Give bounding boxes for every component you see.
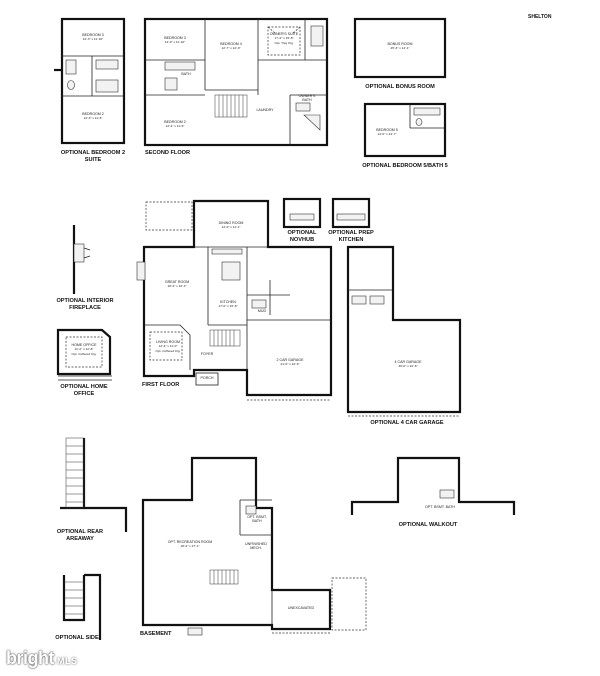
room-laundry: LAUNDRY bbox=[256, 108, 274, 112]
room-porch: PORCH bbox=[200, 376, 214, 380]
title-opt-home-office: OPTIONAL HOME OFFICE bbox=[60, 384, 108, 397]
plan-opt-prep-kitchen bbox=[331, 197, 371, 229]
title-opt-bonus-room: OPTIONAL BONUS ROOM bbox=[365, 84, 435, 90]
title-opt-bedroom2-suite: OPTIONAL BEDROOM 2 SUITE bbox=[60, 150, 126, 163]
plan-opt-home-office bbox=[56, 328, 112, 381]
room-unfinished-mech: UNFINISHED MECH. bbox=[245, 542, 267, 551]
title-first-floor: FIRST FLOOR bbox=[142, 382, 180, 388]
plan-opt-walkout bbox=[350, 456, 516, 515]
title-opt-rear-areaway: OPTIONAL REAR AREAWAY bbox=[56, 529, 104, 542]
title-opt-walkout: OPTIONAL WALKOUT bbox=[398, 522, 458, 528]
title-opt-4car-garage: OPTIONAL 4 CAR GARAGE bbox=[370, 420, 444, 426]
bright-mls-watermark: bright MLS bbox=[6, 648, 78, 668]
watermark-brand: bright bbox=[6, 648, 55, 668]
plan-opt-bonus-room bbox=[353, 17, 447, 79]
room-bath: BATH bbox=[181, 72, 191, 76]
plan-opt-side bbox=[62, 573, 102, 640]
room-opt-bsmt-bath-walkout: OPT. BSMT. BATH bbox=[425, 505, 455, 509]
watermark-suffix: MLS bbox=[57, 656, 78, 666]
title-opt-interior-fireplace: OPTIONAL INTERIOR FIREPLACE bbox=[56, 298, 114, 311]
plan-first-floor bbox=[136, 199, 333, 401]
plan-opt-novhub bbox=[282, 197, 322, 229]
title-basement: BASEMENT bbox=[140, 631, 172, 637]
plan-second-floor bbox=[143, 17, 329, 147]
title-second-floor: SECOND FLOOR bbox=[145, 150, 191, 156]
title-opt-prep-kitchen: OPTIONAL PREP KITCHEN bbox=[328, 230, 374, 243]
title-opt-novhub: OPTIONAL NOVHUB bbox=[287, 230, 317, 243]
plan-opt-bedroom2-suite bbox=[54, 17, 126, 145]
room-owners-bath: OWNER'S BATH bbox=[298, 94, 316, 103]
title-opt-side: OPTIONAL SIDE bbox=[55, 635, 99, 641]
plan-opt-4car-garage bbox=[346, 245, 462, 417]
room-unexcavated: UNEXCAVATED bbox=[287, 606, 315, 610]
plan-basement bbox=[141, 456, 367, 636]
plan-opt-bedroom5-bath5 bbox=[363, 102, 447, 158]
plan-opt-rear-areaway bbox=[60, 437, 128, 532]
room-foyer: FOYER bbox=[200, 352, 214, 356]
plan-opt-interior-fireplace bbox=[72, 225, 91, 294]
room-opt-bsmt-bath: OPT. BSMT. BATH bbox=[247, 515, 267, 524]
room-mud: MUD bbox=[257, 309, 267, 313]
title-opt-bedroom5-bath5: OPTIONAL BEDROOM 5/BATH 5 bbox=[362, 163, 448, 169]
model-name: SHELTON bbox=[528, 14, 552, 20]
